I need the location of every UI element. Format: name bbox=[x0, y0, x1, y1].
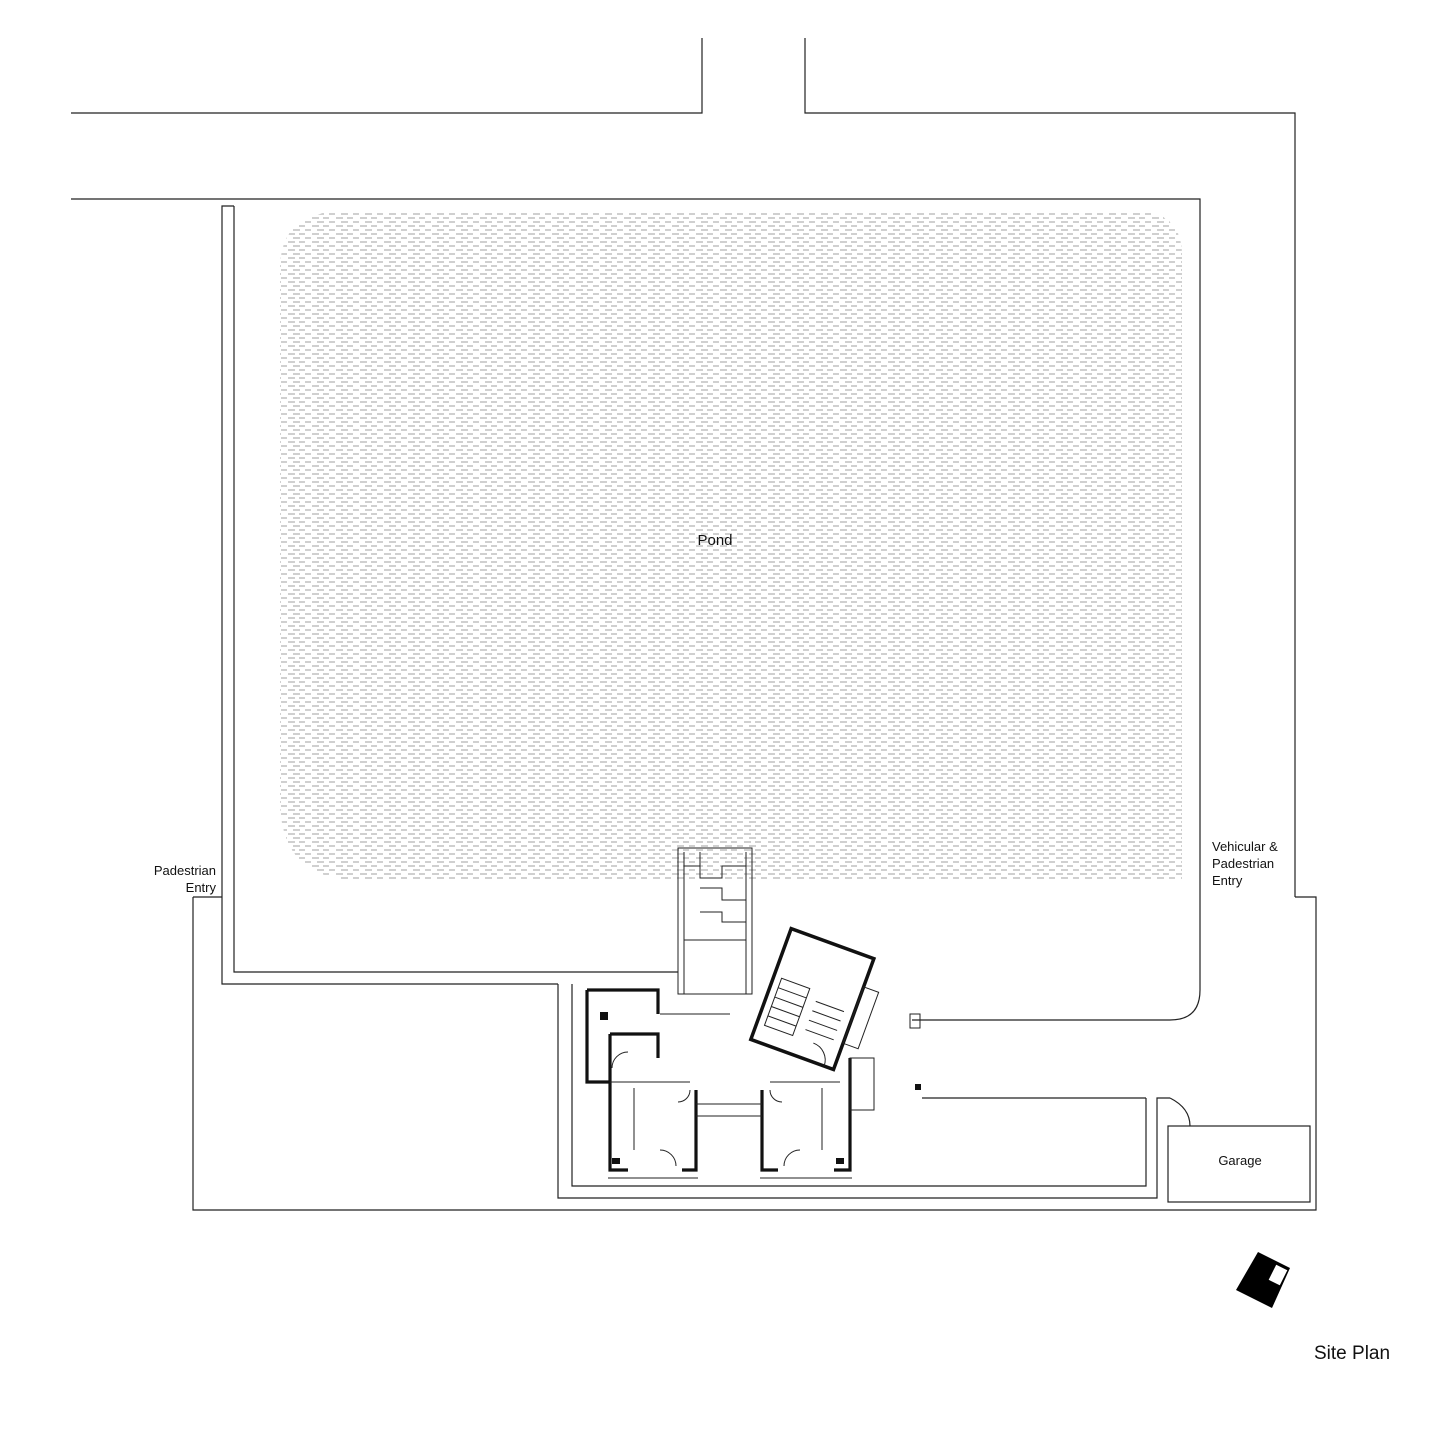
column-markers bbox=[600, 1012, 921, 1164]
deck-steps bbox=[677, 847, 753, 995]
pedestrian-entry-line-2: Entry bbox=[185, 880, 216, 895]
house-thin-walls bbox=[608, 1013, 921, 1179]
pedestrian-entry-line-1: Padestrian bbox=[153, 863, 216, 878]
vehicular-entry-line-3: Entry bbox=[1212, 873, 1243, 888]
pond-label: Pond bbox=[697, 532, 733, 549]
garage-label: Garage bbox=[1218, 1153, 1262, 1168]
pond-water bbox=[280, 212, 1182, 880]
garage-block bbox=[1167, 1125, 1311, 1203]
site-boundary-lines bbox=[71, 38, 1317, 1211]
vehicular-entry-line-2: Padestrian bbox=[1212, 856, 1275, 871]
north-arrow-icon bbox=[1236, 1252, 1290, 1308]
house-walls bbox=[585, 988, 852, 1172]
vehicular-entry-line-1: Vehicular & bbox=[1212, 839, 1278, 854]
rotated-stair-block bbox=[748, 926, 880, 1072]
drawing-title: Site Plan bbox=[1314, 1343, 1391, 1364]
pedestrian-entry-label: Padestrian Entry bbox=[120, 862, 216, 896]
vehicular-entry-label: Vehicular & Padestrian Entry bbox=[1212, 838, 1322, 889]
